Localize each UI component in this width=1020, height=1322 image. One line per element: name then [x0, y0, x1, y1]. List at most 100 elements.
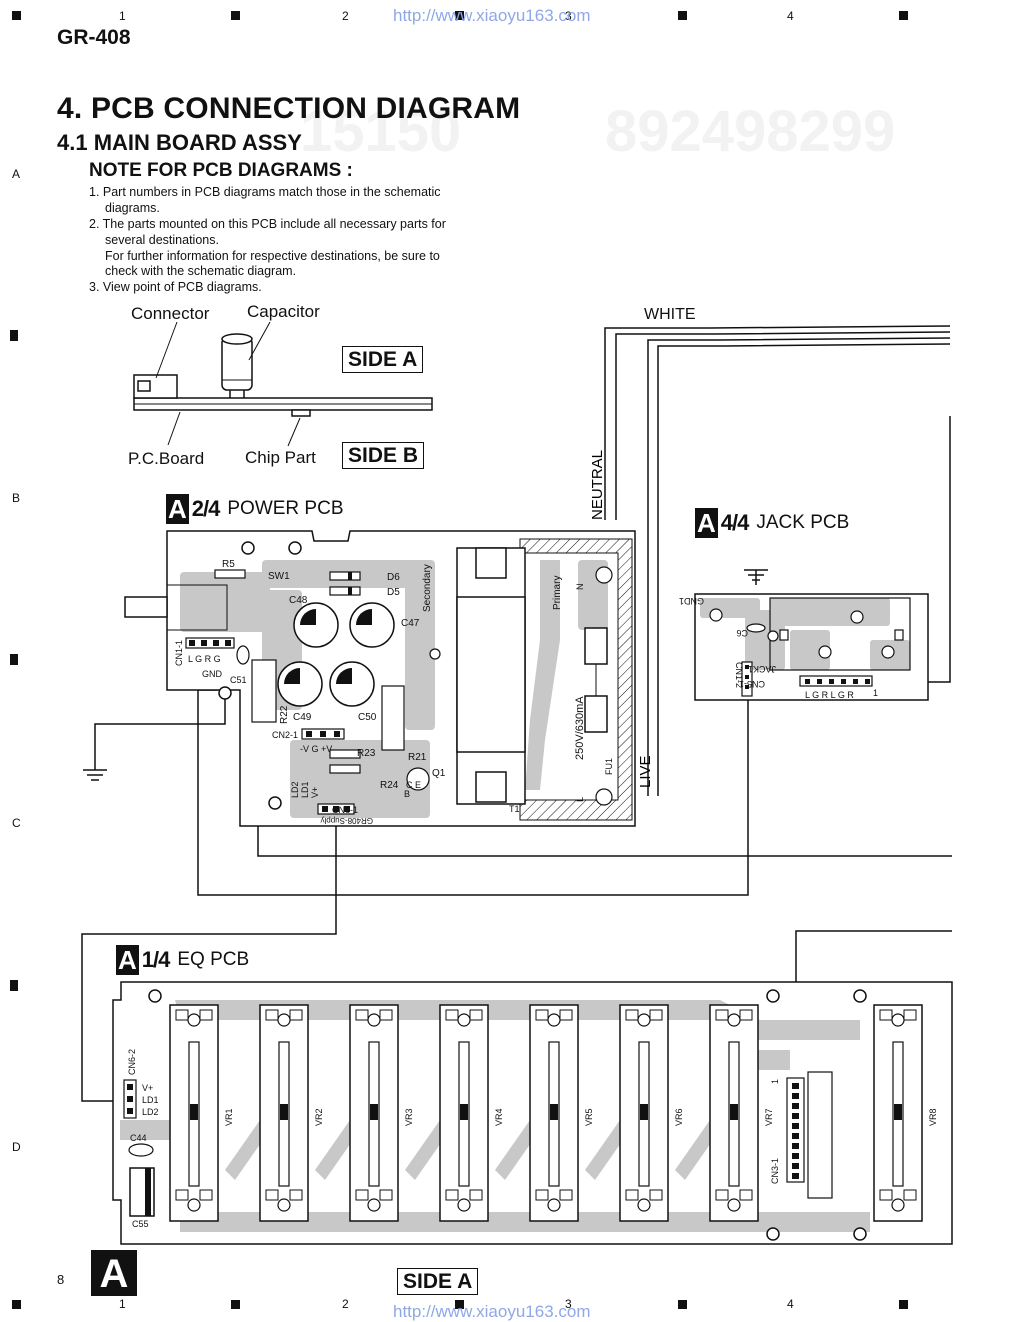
part-label: C6	[736, 628, 748, 638]
part-label: Q1	[432, 768, 446, 779]
url-link[interactable]: http://www.xiaoyu163.com	[393, 1302, 591, 1321]
section-letter: A	[116, 945, 139, 975]
column-number: 2	[342, 9, 349, 23]
slider-pin	[265, 1189, 279, 1201]
column-number: 1	[119, 1297, 126, 1311]
slider-pin	[289, 1009, 303, 1021]
section-fraction: 1/4	[141, 947, 171, 972]
white-wire-label: WHITE	[644, 306, 696, 323]
part-label: -V G +V	[300, 744, 332, 754]
registration-mark	[455, 1300, 464, 1309]
part-label: CN2-1	[272, 730, 298, 740]
slider-knob	[730, 1104, 738, 1120]
slider-pin	[199, 1189, 213, 1201]
power-pcb-tag: A 2/4 POWER PCB	[166, 494, 344, 524]
slider-pin	[265, 1009, 279, 1021]
slider-pin	[469, 1189, 483, 1201]
slider-hole	[277, 1013, 291, 1027]
subsection-title: 4.1 MAIN BOARD ASSY	[57, 130, 302, 155]
slider-pin	[379, 1189, 393, 1201]
row-letter: B	[12, 491, 21, 505]
part-label: C50	[358, 712, 377, 723]
watermark: 15150	[300, 99, 462, 164]
pc-board-label: P.C.Board	[128, 449, 205, 468]
connector-pin	[792, 1153, 799, 1159]
slider-pin	[175, 1009, 189, 1021]
registration-mark	[678, 1300, 687, 1309]
part-label: C55	[132, 1219, 149, 1229]
slider-knob	[280, 1104, 288, 1120]
slider-pin	[559, 1189, 573, 1201]
column-number: 3	[565, 9, 572, 23]
slider-hole	[891, 1198, 905, 1212]
part-label: R5	[222, 559, 235, 570]
part-label: N	[575, 584, 585, 591]
part-label: FU1	[604, 758, 614, 775]
part-label: V+	[310, 787, 320, 798]
part-label: C44	[130, 1133, 147, 1143]
part-label: GND1	[679, 596, 704, 606]
registration-mark	[899, 11, 908, 20]
slider-pin	[379, 1009, 393, 1021]
part-label: Secondary	[422, 564, 433, 612]
column-number: 1	[119, 9, 126, 23]
part-label: C49	[293, 712, 312, 723]
slider-pin	[199, 1009, 213, 1021]
section-fraction: 4/4	[720, 510, 750, 535]
vr-label: VR5	[584, 1108, 594, 1126]
slider-knob	[460, 1104, 468, 1120]
column-number: 3	[565, 1297, 572, 1311]
vr-label: VR1	[224, 1108, 234, 1126]
connector-label: Connector	[131, 304, 210, 323]
slider-hole	[187, 1198, 201, 1212]
column-number: 4	[787, 9, 794, 23]
connector-pin	[792, 1093, 799, 1099]
part-label: CN6-1	[332, 805, 358, 815]
registration-mark	[455, 11, 464, 20]
part-label: L	[575, 797, 585, 802]
connector-pin	[792, 1163, 799, 1169]
registration-mark	[10, 654, 18, 665]
slider-knob	[190, 1104, 198, 1120]
note-line: several destinations.	[105, 233, 219, 247]
section-name: JACK PCB	[756, 512, 850, 533]
slider-pin	[355, 1009, 369, 1021]
slider-knob	[550, 1104, 558, 1120]
slider-pin	[175, 1189, 189, 1201]
vr-label: VR8	[928, 1108, 938, 1126]
connector-pin	[792, 1113, 799, 1119]
part-label: CN1-1	[174, 640, 184, 666]
slider-hole	[637, 1198, 651, 1212]
connector-pin	[792, 1133, 799, 1139]
slider-pin	[445, 1189, 459, 1201]
part-label: CN5-1	[739, 679, 765, 689]
capacitor-shape	[221, 337, 253, 391]
part-label: C47	[401, 618, 420, 629]
note-line: 2. The parts mounted on this PCB include…	[89, 217, 446, 231]
section-title: 4. PCB CONNECTION DIAGRAM	[57, 92, 521, 125]
part-label: SW1	[268, 571, 290, 582]
power-pcb: R5 SW1 D6 D5 C48 C47 Secondary Primary N…	[124, 530, 636, 827]
side-b-box: SIDE B	[342, 442, 425, 469]
vr-label: VR6	[674, 1108, 684, 1126]
part-label: 1	[873, 688, 878, 698]
connector-pin	[792, 1143, 799, 1149]
slider-pin	[879, 1009, 893, 1021]
part-label: GR408-Supply	[321, 816, 373, 825]
slider-knob	[370, 1104, 378, 1120]
capacitor-top	[221, 333, 253, 345]
connector-pin	[792, 1173, 799, 1179]
neutral-wire-label: NEUTRAL	[589, 450, 606, 520]
chip-part-shape	[291, 409, 311, 417]
part-label: 1	[770, 1079, 780, 1084]
part-label: C48	[289, 595, 308, 606]
chip-part-label: Chip Part	[245, 448, 316, 467]
note-line: diagrams.	[105, 201, 160, 215]
slider-pin	[535, 1009, 549, 1021]
url-link[interactable]: http://www.xiaoyu163.com	[393, 6, 591, 25]
note-line: 3. View point of PCB diagrams.	[89, 280, 262, 294]
part-label: LD2	[142, 1107, 159, 1117]
slider-pin	[739, 1189, 753, 1201]
vr-label: VR3	[404, 1108, 414, 1126]
row-letter: A	[12, 167, 21, 181]
